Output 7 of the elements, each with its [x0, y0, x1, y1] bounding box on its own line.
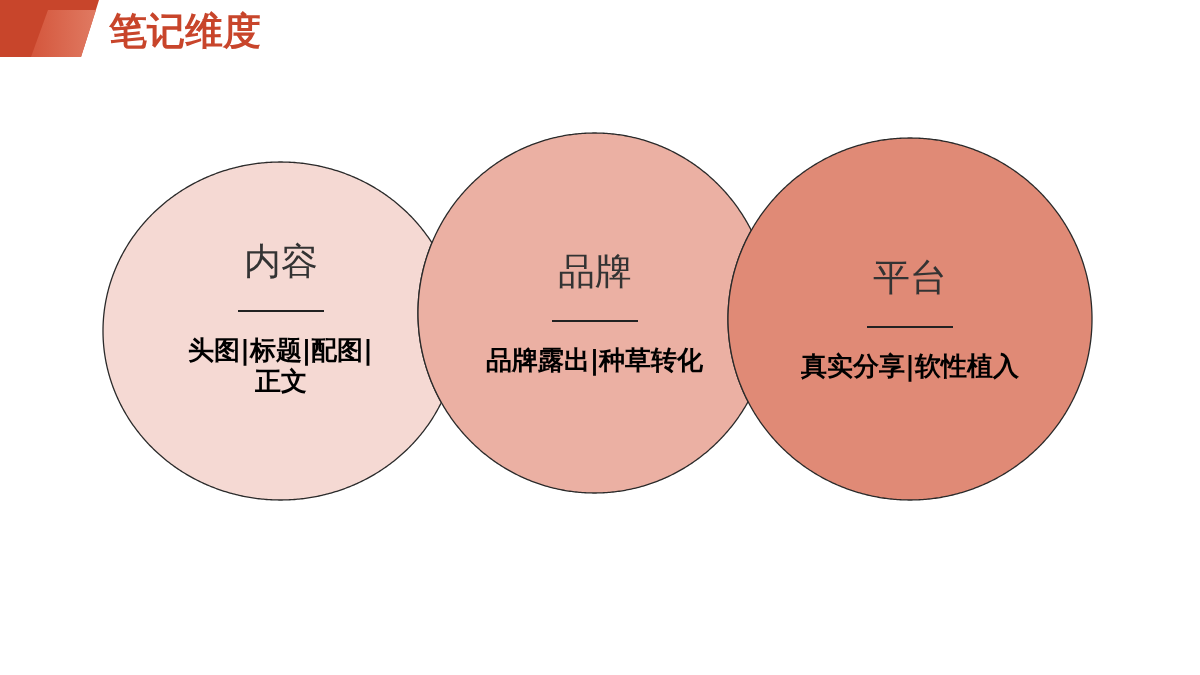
circle-description: 真实分享|软性植入: [801, 351, 1019, 382]
circle-description: 头图|标题|配图|正文: [187, 335, 374, 397]
circle-heading: 内容: [243, 241, 318, 283]
slide-title: 笔记维度: [109, 8, 261, 54]
circle-description: 品牌露出|种草转化: [485, 345, 704, 376]
circle-heading: 品牌: [557, 251, 632, 293]
circle-heading: 平台: [873, 257, 947, 299]
